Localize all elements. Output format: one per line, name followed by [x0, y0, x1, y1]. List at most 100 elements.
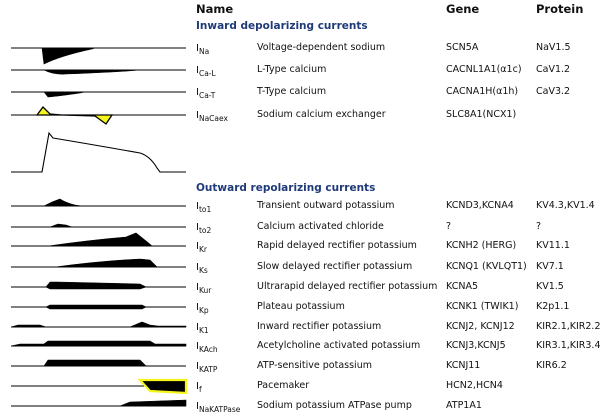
current-trace-to2 [11, 223, 186, 228]
current-symbol: Ito2 [196, 222, 211, 237]
current-symbol: Ito1 [196, 201, 211, 216]
current-symbol-letter: I [196, 110, 199, 121]
current-symbol-letter: I [196, 322, 199, 333]
current-trace-kr [11, 232, 186, 247]
protein-name: KV11.1 [536, 240, 570, 251]
current-description: Slow delayed rectifier potassium [257, 261, 413, 272]
current-symbol-subscript: Ca-L [198, 69, 216, 78]
gene-name: HCN2,HCN4 [446, 380, 503, 391]
protein-name: NaV1.5 [536, 42, 571, 53]
current-trace-na [11, 47, 186, 65]
current-trace-k1 [10, 321, 187, 328]
gene-name: ? [446, 221, 452, 232]
protein-name: K2p1.1 [536, 301, 570, 312]
gene-name: KCNJ11 [446, 360, 481, 371]
current-trace-ks [11, 258, 186, 268]
current-trace-f [11, 378, 188, 395]
current-symbol-letter: I [196, 65, 199, 76]
current-symbol-letter: I [196, 401, 199, 412]
protein-name: KIR3.1,KIR3.4 [536, 340, 601, 351]
current-symbol-letter: I [196, 201, 199, 212]
current-description: Sodium potassium ATPase pump [257, 400, 412, 411]
current-symbol: ICa-T [196, 87, 215, 102]
current-symbol: IKs [196, 262, 208, 277]
gene-name: CACNL1A1(α1c) [446, 64, 522, 75]
current-symbol-subscript: KAch [198, 345, 218, 354]
protein-name: CaV1.2 [536, 64, 571, 75]
protein-name: ? [536, 221, 542, 232]
current-symbol-letter: I [196, 222, 199, 233]
current-symbol: ICa-L [196, 65, 216, 80]
current-description: Transient outward potassium [257, 200, 395, 211]
gene-name: KCNH2 (HERG) [446, 240, 517, 251]
current-description: Voltage-dependent sodium [257, 42, 386, 53]
current-symbol: IKAch [196, 341, 218, 356]
gene-name: ATP1A1 [446, 400, 482, 411]
current-symbol-subscript: Kr [198, 245, 207, 254]
current-trace-nak [11, 399, 187, 407]
current-symbol-letter: I [196, 361, 199, 372]
current-symbol-letter: I [196, 87, 199, 98]
current-symbol: IK1 [196, 322, 209, 337]
current-symbol-subscript: f [198, 385, 202, 394]
protein-name: KV4.3,KV1.4 [536, 200, 595, 211]
current-description: Inward rectifier potassium [257, 321, 382, 332]
name-column-header: Name [196, 2, 234, 16]
gene-name: SLC8A1(NCX1) [446, 109, 517, 120]
current-symbol-subscript: K1 [198, 326, 209, 335]
current-symbol-letter: I [196, 381, 199, 392]
current-symbol: IKur [196, 282, 211, 297]
current-trace-cat [11, 91, 186, 98]
current-symbol-letter: I [196, 341, 199, 352]
gene-name: KCNK1 (TWIK1) [446, 301, 519, 312]
current-symbol-subscript: Ks [198, 266, 208, 275]
outward-section-title: Outward repolarizing currents [196, 182, 376, 194]
current-description: Rapid delayed rectifier potassium [257, 240, 417, 251]
current-symbol-letter: I [196, 43, 199, 54]
current-symbol: INaKATPase [196, 401, 240, 416]
current-symbol-subscript: Ca-T [198, 91, 216, 100]
current-description: Plateau potassium [257, 301, 345, 312]
protein-name: KIR6.2 [536, 360, 567, 371]
current-description: Acetylcholine activated potassium [257, 340, 421, 351]
current-description: L-Type calcium [257, 64, 327, 75]
current-symbol-letter: I [196, 282, 199, 293]
gene-name: KCND3,KCNA4 [446, 200, 514, 211]
gene-name: KCNQ1 (KVLQT1) [446, 261, 527, 272]
current-symbol-letter: I [196, 241, 199, 252]
gene-name: KCNJ2, KCNJ12 [446, 321, 515, 332]
current-trace-kp [11, 304, 186, 310]
current-description: ATP-sensitive potassium [257, 360, 372, 371]
current-symbol: IKp [196, 302, 209, 317]
current-trace-to1 [11, 198, 186, 207]
current-symbol-subscript: Kur [198, 286, 212, 295]
action-potential-trace [11, 131, 186, 173]
current-trace-ncx [11, 106, 186, 125]
current-symbol-subscript: NaKATPase [198, 405, 241, 414]
current-trace-cal [11, 69, 186, 75]
current-symbol-subscript: to1 [198, 205, 212, 214]
gene-name: KCNJ3,KCNJ5 [446, 340, 506, 351]
current-description: Ultrarapid delayed rectifier potassium [257, 281, 438, 292]
current-trace-katp [11, 359, 186, 367]
gene-name: CACNA1H(α1h) [446, 86, 519, 97]
current-trace-kur [11, 281, 186, 290]
current-symbol-letter: I [196, 302, 199, 313]
current-description: Calcium activated chloride [257, 221, 384, 232]
protein-name: CaV3.2 [536, 86, 571, 97]
protein-name: KIR2.1,KIR2.2 [536, 321, 601, 332]
current-trace-kach [10, 340, 187, 347]
current-symbol-subscript: Na [198, 47, 210, 56]
gene-column-header: Gene [446, 2, 480, 16]
current-description: Sodium calcium exchanger [257, 109, 386, 120]
current-symbol: IKATP [196, 361, 217, 376]
protein-name: KV7.1 [536, 261, 564, 272]
current-symbol: INa [196, 43, 209, 58]
current-symbol-subscript: KATP [198, 365, 218, 374]
current-description: T-Type calcium [257, 86, 327, 97]
current-symbol: INaCaex [196, 110, 228, 125]
current-symbol-subscript: NaCaex [198, 114, 228, 123]
current-symbol: IKr [196, 241, 207, 256]
current-symbol-letter: I [196, 262, 199, 273]
